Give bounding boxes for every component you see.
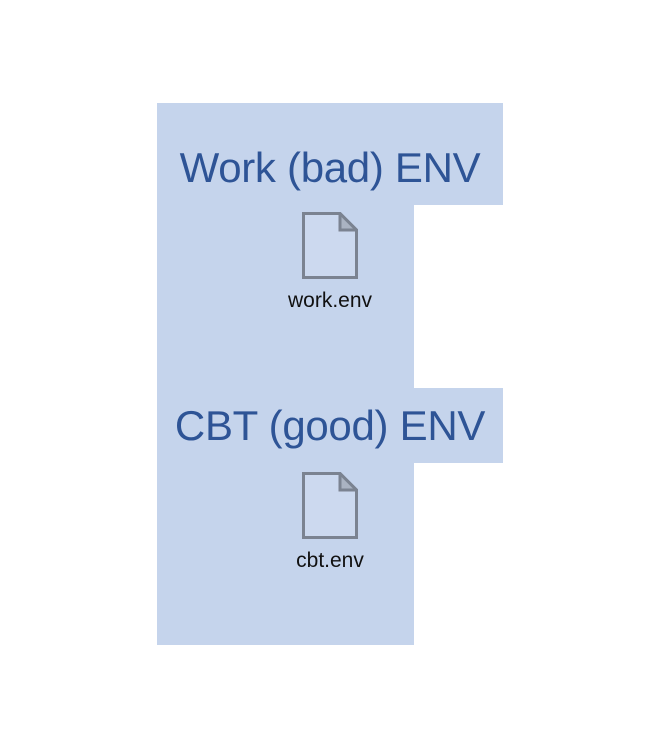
file-item-cbt-env[interactable]: cbt.env — [250, 472, 410, 572]
panel-left-column-background — [157, 103, 414, 645]
document-file-icon — [302, 212, 358, 279]
file-caption-cbt-env: cbt.env — [296, 549, 364, 572]
file-caption-work-env: work.env — [287, 289, 373, 312]
section-work-heading: Work (bad) ENV — [179, 144, 481, 191]
panel-cbt-background — [157, 388, 503, 463]
file-item-work-env[interactable]: work.env — [250, 212, 410, 312]
document-file-icon — [302, 472, 358, 539]
section-cbt-heading: CBT (good) ENV — [174, 402, 486, 449]
